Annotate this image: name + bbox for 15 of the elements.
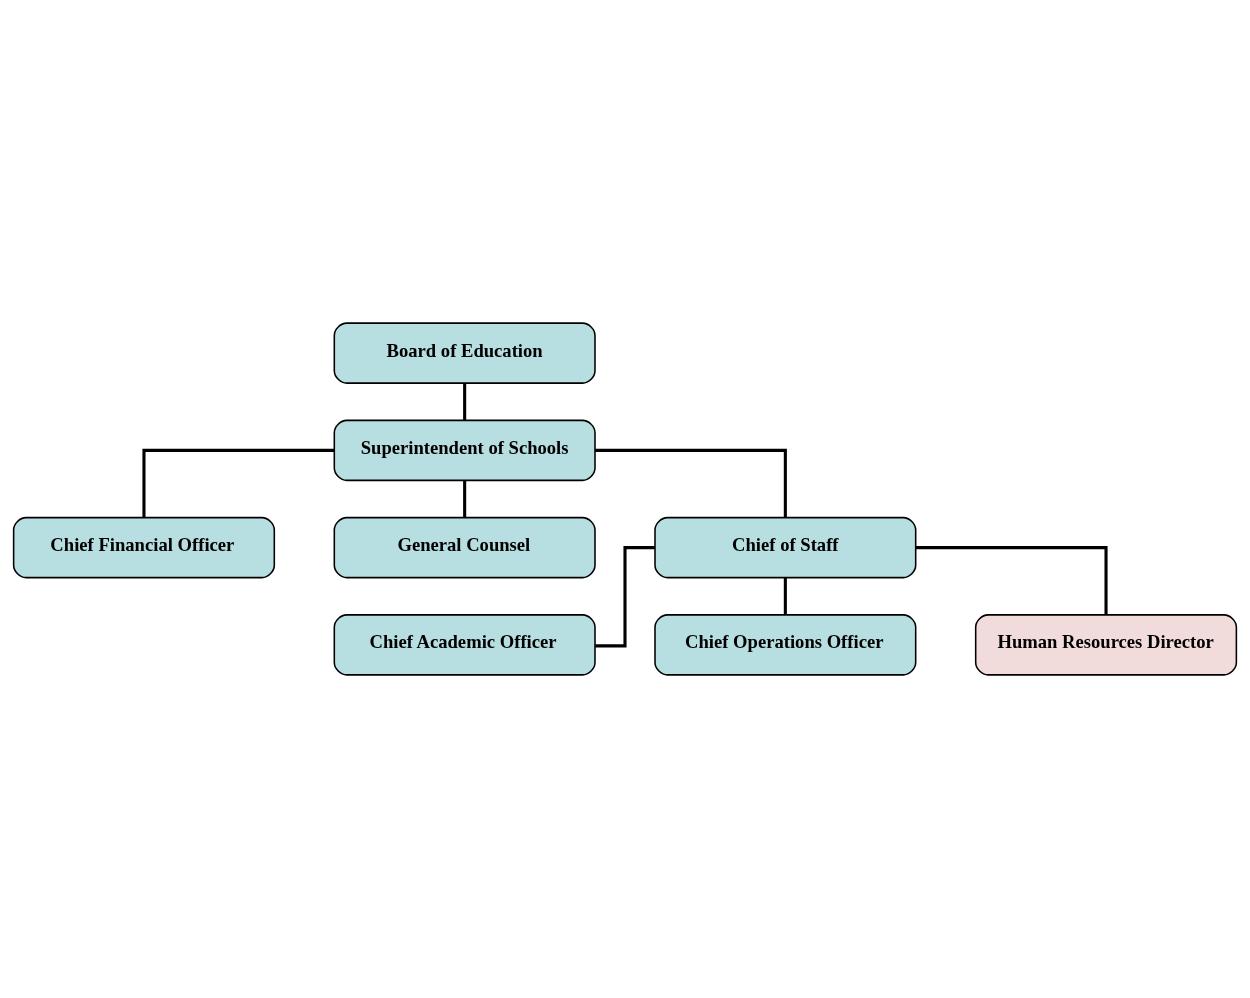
node-box: Chief of Staff: [654, 516, 917, 579]
connector: [142, 448, 335, 518]
connector: [915, 546, 1108, 615]
node-box: General Counsel: [333, 516, 596, 579]
node-box: Chief Academic Officer: [333, 614, 596, 676]
node-box: Chief Financial Officer: [12, 516, 276, 579]
node-box: Human Resources Director: [974, 614, 1238, 676]
connector: [595, 546, 655, 648]
connector: [595, 448, 787, 518]
node-box: Chief Operations Officer: [654, 614, 917, 676]
connector: [463, 480, 467, 518]
connector: [783, 577, 787, 615]
node-box: Board of Education: [333, 322, 596, 384]
connector: [463, 383, 467, 421]
node-box: Superintendent of Schools: [333, 419, 596, 482]
